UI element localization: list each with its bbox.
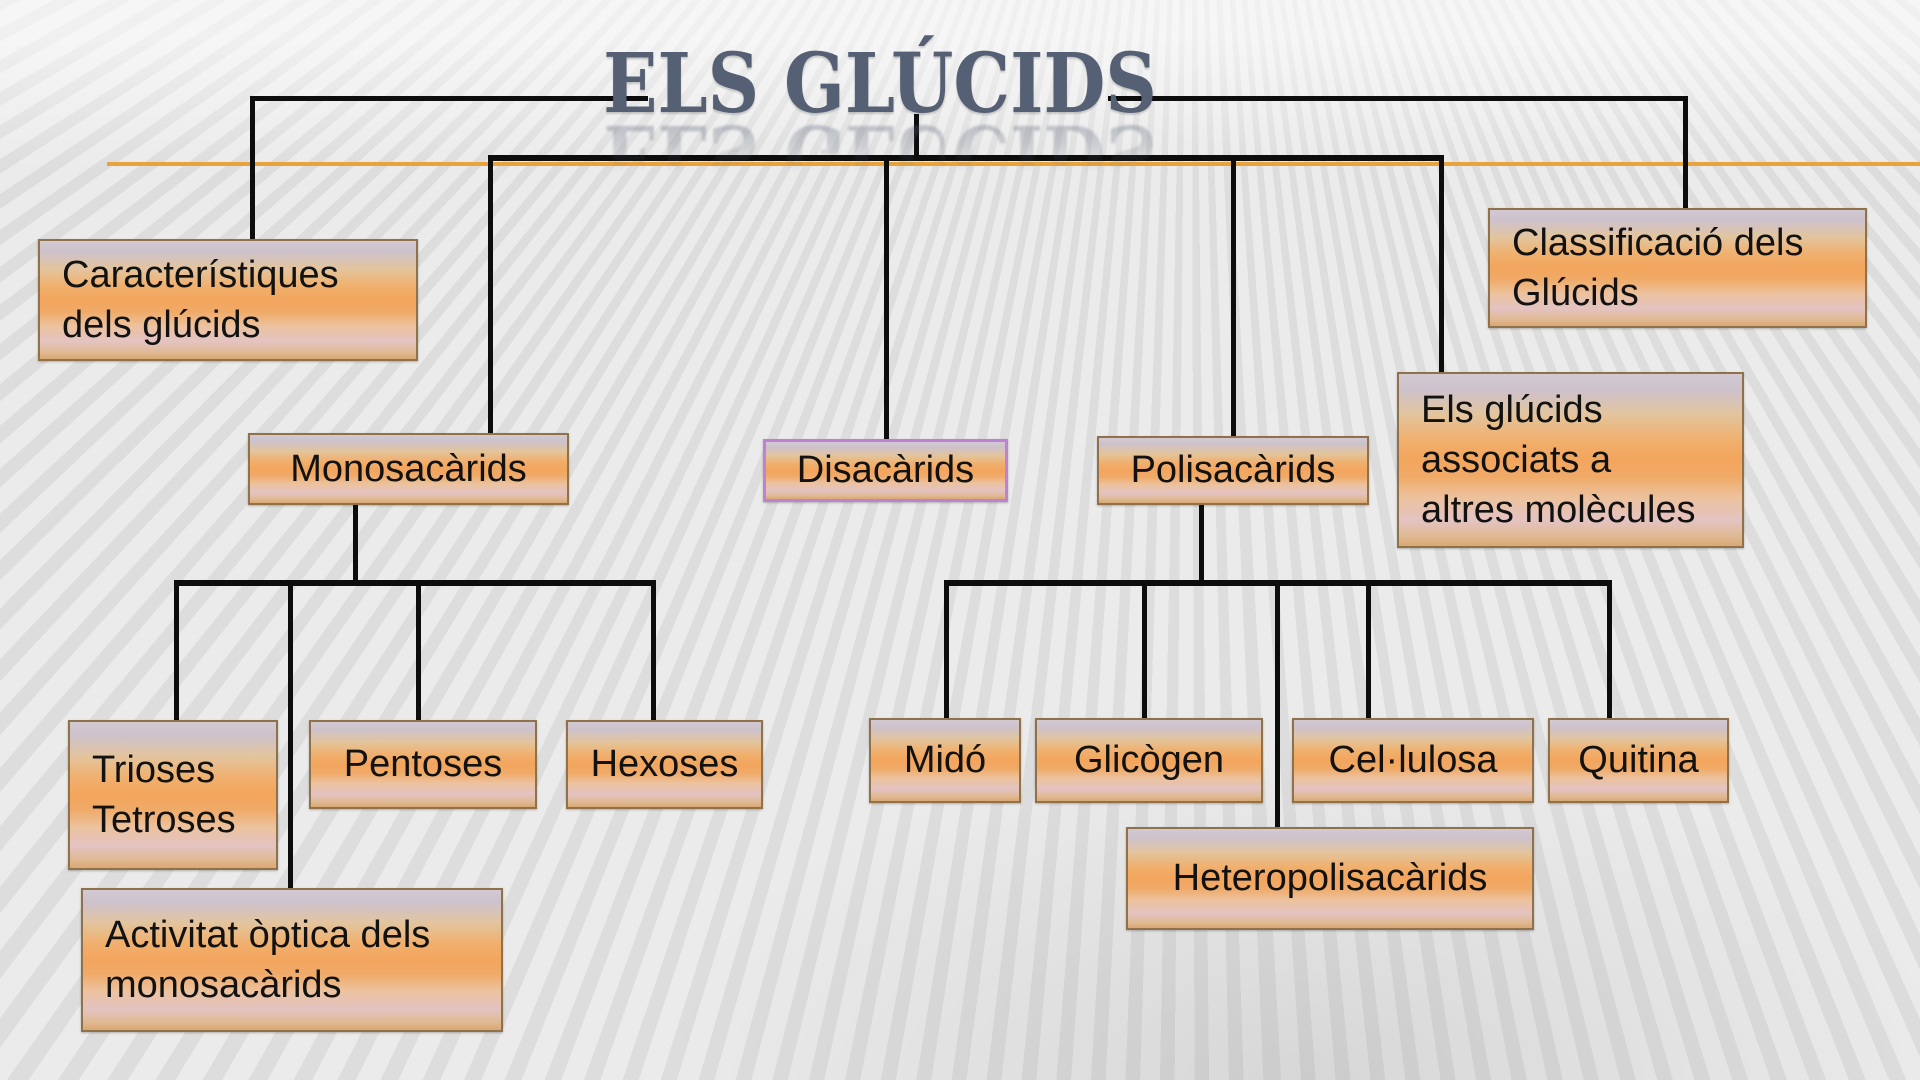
connector-monosacarids-drop-v (353, 503, 358, 586)
node-caracteristiques-dels-glucids: Característiques dels glúcids (38, 239, 418, 361)
connector-pentoses-v (416, 580, 421, 722)
node-glicogen: Glicògen (1035, 718, 1263, 803)
accent-divider-line (107, 162, 1920, 166)
connector-mido-v (944, 580, 949, 720)
node-quitina: Quitina (1548, 718, 1729, 803)
node-monosacarids: Monosacàrids (248, 433, 569, 505)
page-title-reflection: ELS GLÚCIDS (603, 106, 1157, 202)
connector-monosacarids-v (488, 155, 493, 435)
connector-polisacarids-v (1231, 155, 1236, 438)
node-glucids-associats-altres-molecules: Els glúcids associats a altres molècules (1397, 372, 1744, 548)
connector-trioses-v (174, 580, 179, 722)
connector-classificacio-v (1683, 96, 1688, 210)
connector-polisacarids-drop-v (1199, 503, 1204, 585)
connector-caracteristiques-v (250, 96, 255, 241)
connector-hexoses-v (651, 580, 656, 722)
page-title: ELS GLÚCIDS (603, 36, 1157, 132)
connector-mono-bus-h (174, 580, 656, 586)
connector-title-left-h (250, 96, 648, 101)
node-disacarids: Disacàrids (763, 439, 1008, 502)
node-classificacio-dels-glucids: Classificació dels Glúcids (1488, 208, 1867, 328)
connector-heteropolisacarids-v (1275, 580, 1280, 829)
connector-title-right-h (1108, 96, 1686, 101)
node-polisacarids: Polisacàrids (1097, 436, 1369, 505)
node-cellulosa: Cel·lulosa (1292, 718, 1534, 803)
connector-glicogen-v (1142, 580, 1147, 720)
node-trioses-tetroses: Trioses Tetroses (68, 720, 278, 870)
connector-title-drop-v (914, 114, 919, 161)
node-hexoses: Hexoses (566, 720, 763, 809)
connector-quitina-v (1607, 580, 1612, 720)
connector-activitat-v (288, 580, 293, 890)
connector-glucids-associats-v (1439, 155, 1444, 374)
node-pentoses: Pentoses (309, 720, 537, 809)
node-mido: Midó (869, 718, 1021, 803)
node-heteropolisacarids: Heteropolisacàrids (1126, 827, 1534, 930)
connector-disacarids-v (884, 155, 889, 441)
connector-main-bus-h (488, 155, 1444, 161)
connector-cellulosa-v (1366, 580, 1371, 720)
node-activitat-optica-monosacarids: Activitat òptica dels monosacàrids (81, 888, 503, 1032)
